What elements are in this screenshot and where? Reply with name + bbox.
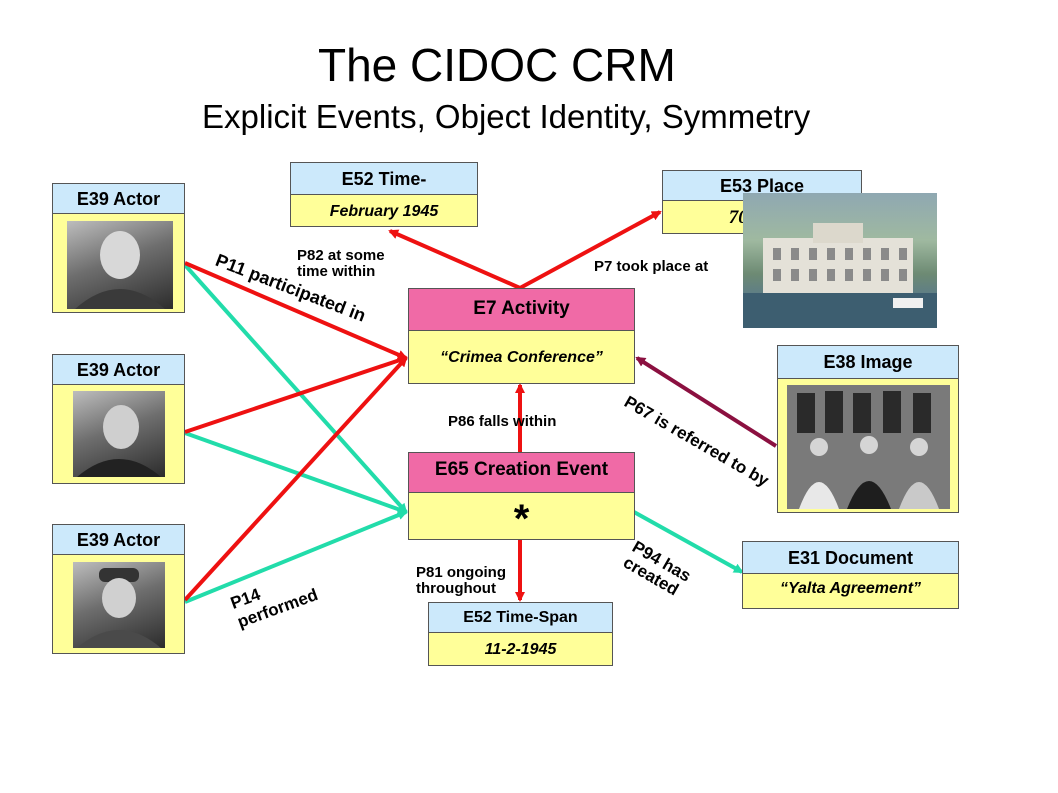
arrow-actor2-to-activity bbox=[184, 355, 408, 434]
timespan-header-bottom: E52 Time-Span bbox=[429, 603, 612, 633]
edge-label-p82: P82 at some time within bbox=[297, 247, 385, 280]
page-subtitle: Explicit Events, Object Identity, Symmet… bbox=[202, 98, 811, 135]
arrow-actor3-to-creation bbox=[184, 510, 408, 604]
arrow-actor1-to-creation bbox=[183, 263, 408, 514]
creation-header: E65 Creation Event bbox=[409, 453, 634, 493]
yalta-photo bbox=[787, 385, 950, 509]
timespan-node-top: E52 Time- February 1945 bbox=[290, 162, 478, 227]
person-icon bbox=[77, 568, 161, 648]
actor-node-1: E39 Actor bbox=[52, 183, 185, 313]
place-photo bbox=[743, 193, 937, 328]
actor-header-2: E39 Actor bbox=[53, 355, 184, 385]
actor-portrait-2 bbox=[73, 391, 165, 477]
actor-portrait-3 bbox=[73, 562, 165, 648]
timespan-header-top: E52 Time- bbox=[291, 163, 477, 195]
timespan-value-bottom: 11-2-1945 bbox=[429, 633, 612, 665]
creation-node: E65 Creation Event * bbox=[408, 452, 635, 540]
actor-node-2: E39 Actor bbox=[52, 354, 185, 484]
arrow-activity-to-place bbox=[519, 210, 662, 290]
image-node: E38 Image bbox=[777, 345, 959, 513]
document-node: E31 Document “Yalta Agreement” bbox=[742, 541, 959, 609]
actor-header-1: E39 Actor bbox=[53, 184, 184, 214]
activity-value: “Crimea Conference” bbox=[409, 331, 634, 383]
actor-node-3: E39 Actor bbox=[52, 524, 185, 654]
document-value: “Yalta Agreement” bbox=[743, 574, 958, 608]
edge-label-p86: P86 falls within bbox=[448, 413, 557, 430]
person-icon bbox=[75, 231, 165, 309]
arrow-image-to-activity bbox=[635, 356, 778, 448]
document-header: E31 Document bbox=[743, 542, 958, 574]
edge-label-p7: P7 took place at bbox=[594, 258, 709, 275]
group-photo-icon bbox=[787, 385, 950, 509]
activity-header: E7 Activity bbox=[409, 289, 634, 331]
timespan-value-top: February 1945 bbox=[291, 195, 477, 226]
arrow-actor3-to-activity bbox=[183, 356, 408, 602]
edge-label-p81: P81 ongoing throughout bbox=[416, 564, 506, 597]
creation-value: * bbox=[409, 493, 634, 539]
actor-header-3: E39 Actor bbox=[53, 525, 184, 555]
arrow-actor1-to-activity bbox=[184, 261, 408, 360]
page-title: The CIDOC CRM bbox=[318, 39, 676, 91]
arrow-actor2-to-creation bbox=[184, 431, 408, 515]
actor-portrait-1 bbox=[67, 221, 173, 309]
person-icon bbox=[77, 405, 161, 477]
palace-icon bbox=[743, 223, 937, 328]
timespan-node-bottom: E52 Time-Span 11-2-1945 bbox=[428, 602, 613, 666]
arrow-creation-to-document bbox=[633, 510, 744, 574]
activity-node: E7 Activity “Crimea Conference” bbox=[408, 288, 635, 384]
arrow-activity-to-timespan bbox=[388, 229, 521, 290]
image-header: E38 Image bbox=[778, 346, 958, 379]
